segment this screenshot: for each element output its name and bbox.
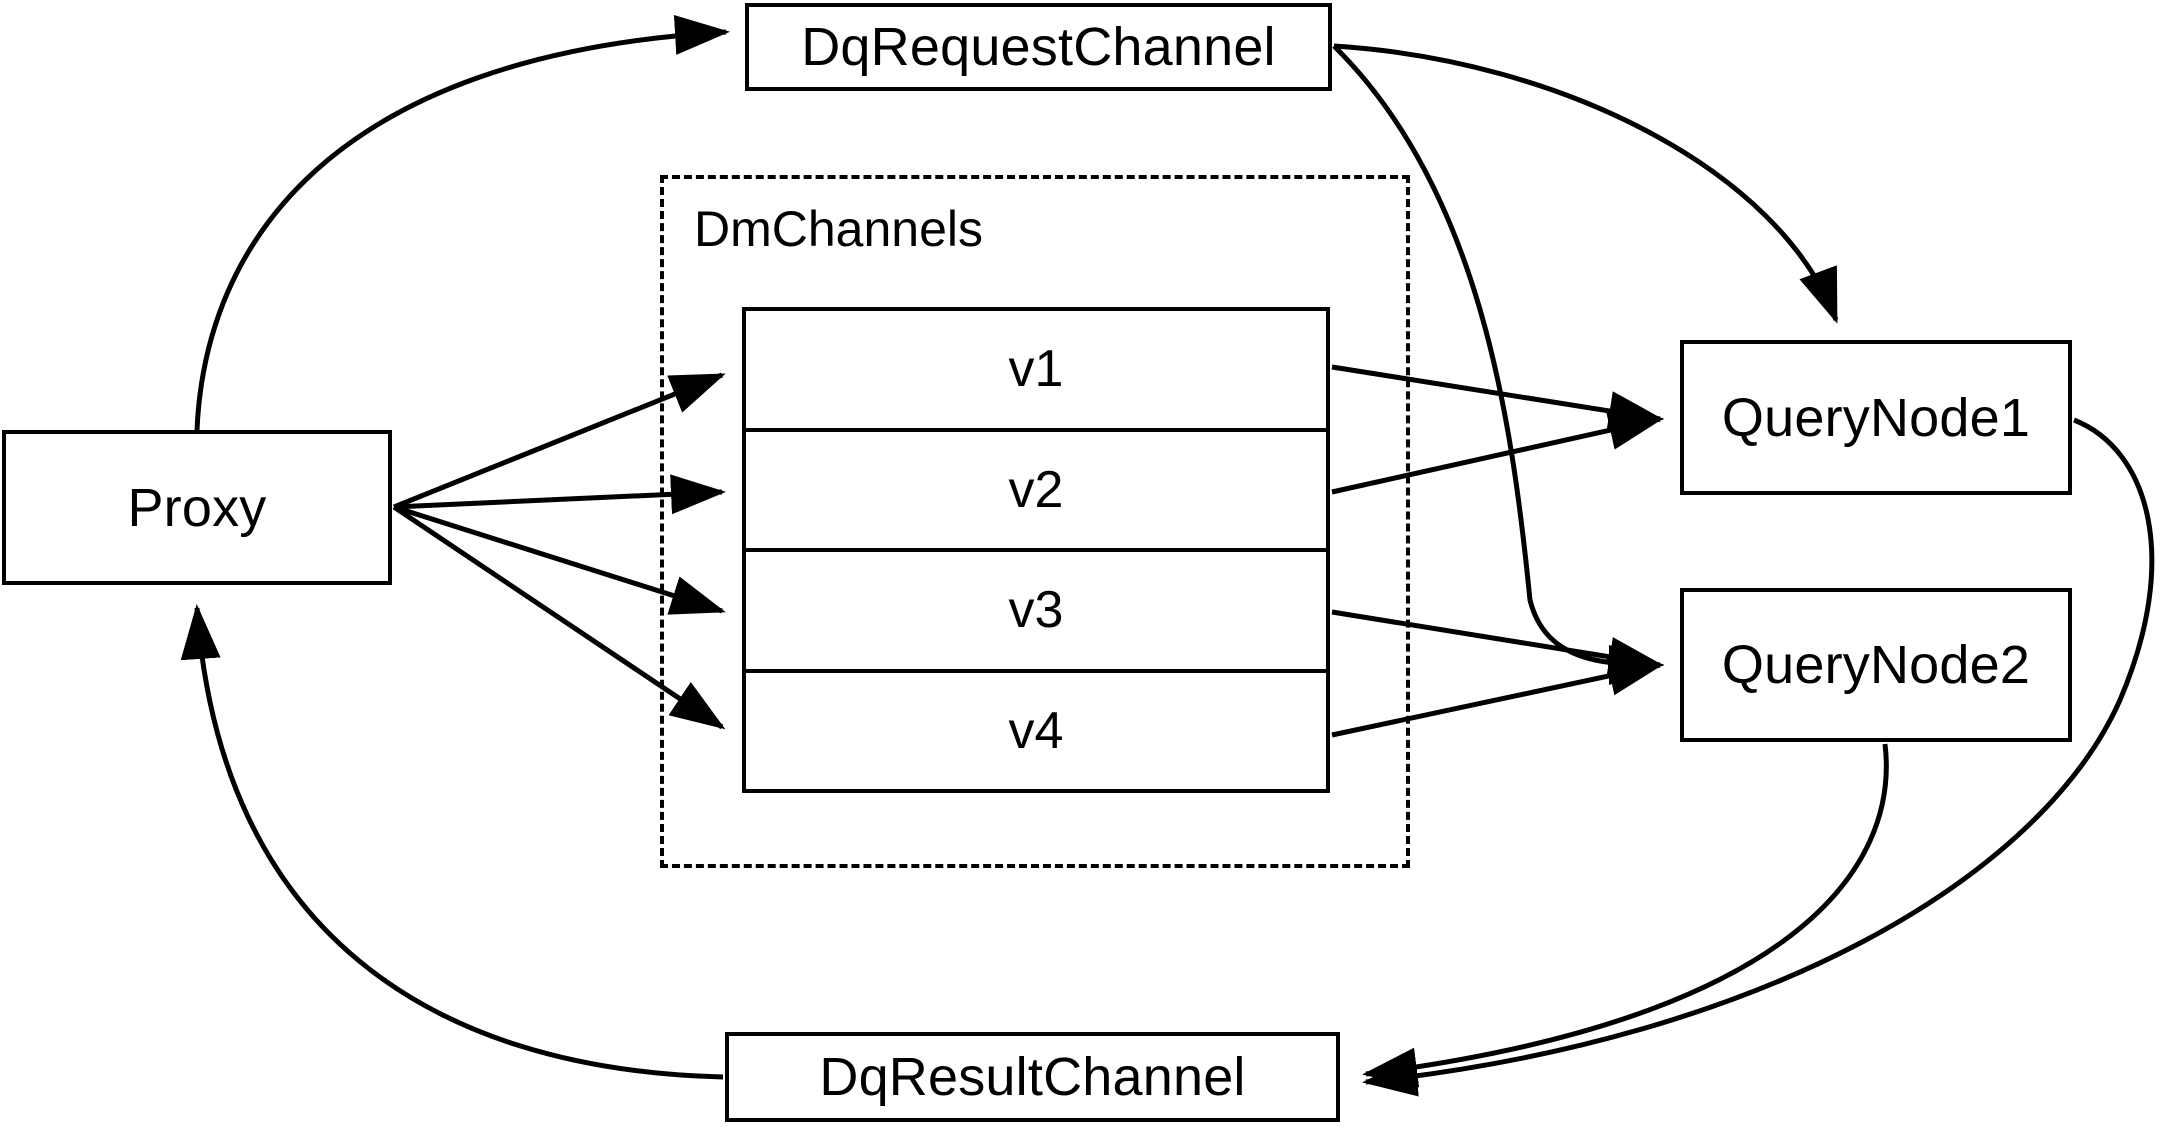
node-query-node-2[interactable]: QueryNode2 — [1680, 588, 2072, 742]
node-query-node-1-label: QueryNode1 — [1721, 387, 2031, 448]
node-dq-request-channel[interactable]: DqRequestChannel — [745, 3, 1332, 91]
edge-querynode1-to-dqresultchannel — [1362, 417, 2155, 1097]
edge-proxy-to-v3 — [393, 504, 726, 615]
edge-proxy-to-v1 — [393, 372, 726, 510]
edge-querynode2-to-dqresultchannel — [1362, 743, 1889, 1088]
vchannel-label: v2 — [1008, 460, 1064, 519]
node-dq-result-channel-label: DqResultChannel — [819, 1047, 1246, 1107]
edge-dqresultchannel-to-proxy — [180, 604, 724, 1080]
vchannel-label: v4 — [1008, 701, 1064, 760]
edge-proxy-to-v4 — [392, 504, 726, 730]
vchannel-row[interactable]: v3 — [746, 552, 1326, 673]
vchannel-stack: v1 v2 v3 v4 — [742, 307, 1330, 793]
vchannel-row[interactable]: v4 — [746, 673, 1326, 790]
edge-v2-to-querynode1 — [1331, 410, 1664, 495]
edge-proxy-to-dqrequestchannel — [194, 15, 730, 431]
edge-v4-to-querynode2 — [1331, 656, 1664, 738]
edge-dqrequestchannel-to-querynode1 — [1333, 43, 1839, 324]
vchannel-label: v1 — [1008, 340, 1064, 399]
edge-proxy-to-v2 — [393, 474, 726, 515]
node-proxy[interactable]: Proxy — [2, 430, 392, 585]
node-dq-result-channel[interactable]: DqResultChannel — [725, 1032, 1340, 1122]
node-proxy-label: Proxy — [127, 477, 267, 538]
edge-dqrequestchannel-to-querynode2 — [1332, 44, 1665, 685]
vchannel-label: v3 — [1008, 581, 1064, 640]
edge-v3-to-querynode2 — [1331, 609, 1664, 677]
dm-channels-group: DmChannels — [660, 175, 1410, 868]
vchannel-row[interactable]: v2 — [746, 432, 1326, 552]
node-query-node-1[interactable]: QueryNode1 — [1680, 340, 2072, 495]
vchannel-row[interactable]: v1 — [746, 311, 1326, 432]
node-dq-request-channel-label: DqRequestChannel — [801, 17, 1276, 77]
dm-channels-group-label: DmChannels — [694, 201, 984, 257]
node-query-node-2-label: QueryNode2 — [1721, 635, 2031, 695]
edge-v1-to-querynode1 — [1331, 364, 1664, 431]
